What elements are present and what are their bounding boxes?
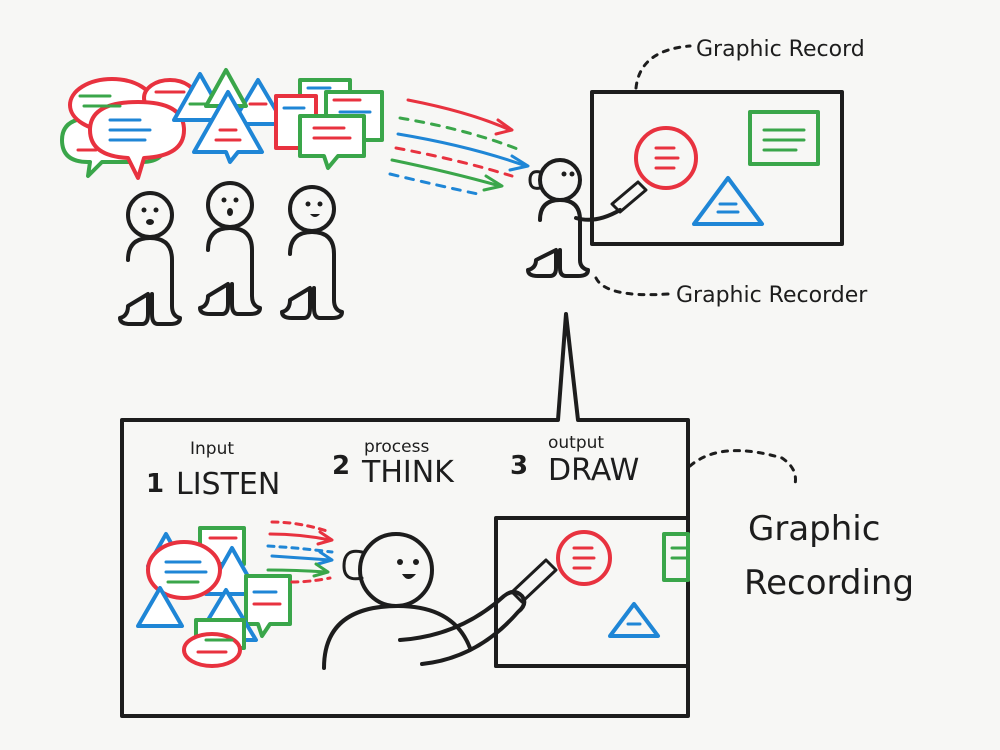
red-circle-note-icon — [634, 126, 698, 190]
graphic-recorder-figure-icon — [526, 158, 648, 278]
step-listen: 1 Input LISTEN — [146, 439, 280, 502]
participant-figure-icon — [118, 191, 182, 326]
flow-arrows — [388, 98, 530, 196]
graphic-recording-label-line1: Graphic — [748, 509, 880, 549]
flow-arrows-small — [266, 520, 334, 584]
graphic-record-board — [590, 90, 844, 246]
participant-figures — [118, 181, 344, 326]
blue-triangle-bubble-icon — [192, 90, 264, 164]
graphic-recorder-closeup-icon — [322, 532, 558, 670]
step-main-label: LISTEN — [176, 467, 280, 502]
graphic-record-leader-line — [634, 44, 692, 90]
speech-bubbles-cluster — [60, 68, 384, 180]
participant-figure-icon — [198, 181, 262, 316]
step-small-label: process — [364, 437, 429, 457]
step-main-label: DRAW — [548, 453, 639, 488]
step-draw: 3 output DRAW — [510, 433, 639, 488]
blue-arrow-icon — [396, 132, 528, 168]
marker-pen-icon — [610, 180, 648, 214]
step-number: 1 — [146, 469, 164, 499]
green-note-bubble-icon — [298, 114, 366, 170]
process-zoom-panel: 1 Input LISTEN 2 process THINK 3 output … — [120, 312, 690, 718]
speech-bubbles-cluster-small — [136, 526, 292, 668]
step-think: 2 process THINK — [332, 437, 455, 490]
step-number: 3 — [510, 451, 528, 481]
green-rectangle-note-icon — [748, 110, 820, 166]
graphic-recorder-label: Graphic Recorder — [676, 283, 868, 308]
graphic-recording-leader-line — [688, 449, 797, 490]
step-number: 2 — [332, 451, 350, 481]
graphic-recording-label-line2: Recording — [744, 563, 914, 603]
step-small-label: output — [548, 433, 604, 453]
graphic-record-board-small — [494, 516, 690, 668]
step-main-label: THINK — [361, 455, 455, 490]
marker-pen-icon — [510, 558, 558, 604]
red-arrow-icon — [406, 98, 512, 132]
graphic-recorder-leader-line — [594, 276, 670, 297]
graphic-record-label: Graphic Record — [696, 37, 865, 62]
participant-figure-icon — [280, 185, 344, 320]
step-small-label: Input — [190, 439, 234, 459]
blue-triangle-note-icon — [692, 176, 764, 226]
green-arrow-icon — [390, 158, 502, 188]
